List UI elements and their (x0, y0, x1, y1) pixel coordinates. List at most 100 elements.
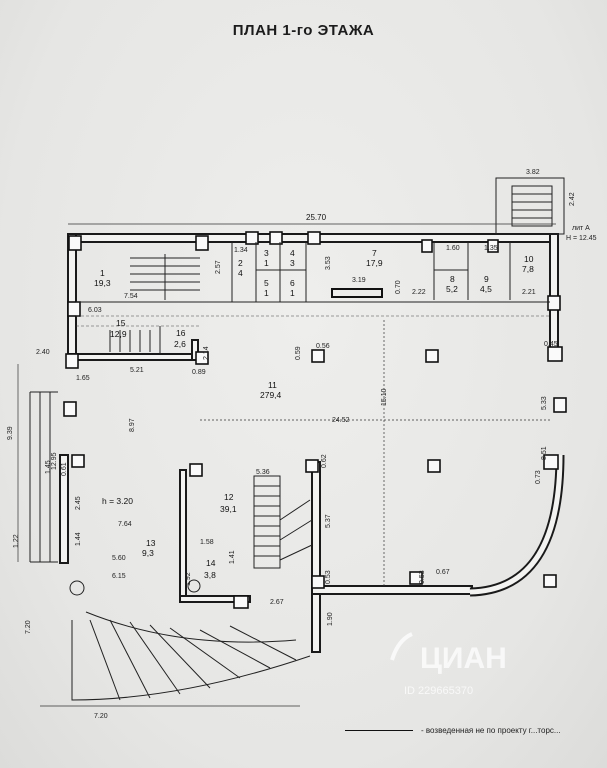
column (305, 459, 319, 473)
dimension-label: 6.03 (88, 307, 102, 314)
dimension-label: 0.67 (436, 569, 450, 576)
dimension-label: 0.59 (295, 346, 302, 360)
room-area: 19,3 (94, 278, 111, 288)
dimension-label: 2.22 (412, 289, 426, 296)
watermark-logo-icon (390, 632, 413, 661)
dimension-label: 6.15 (112, 573, 126, 580)
dimension-label: 1.35 (484, 245, 498, 252)
watermark-brand: ЦИАН (420, 642, 507, 675)
dimension-label: 12.95 (51, 452, 58, 470)
dimension-label: 5.33 (541, 396, 548, 410)
column (67, 301, 81, 317)
dimension-label: 0.62 (321, 454, 328, 468)
room-number: 2 (238, 258, 243, 268)
curved-facade-wall (469, 454, 565, 597)
dimension-label: 2.40 (36, 349, 50, 356)
left-wall-upper (67, 233, 77, 365)
column (65, 353, 79, 369)
counter (331, 288, 383, 298)
room-area: 1 (290, 288, 295, 298)
right-wall-upper (549, 233, 559, 355)
room-number: 9 (484, 274, 489, 284)
dimension-label: 0.53 (419, 570, 426, 584)
column (311, 349, 325, 363)
level-mark: H = 12.45 (566, 235, 597, 242)
dimension-label: 7.54 (124, 293, 138, 300)
column (427, 459, 441, 473)
legend: - возведенная не по проекту г...торс... (345, 726, 561, 735)
room-area: 1 (264, 258, 269, 268)
stair-room12 (253, 475, 313, 569)
column (245, 231, 259, 245)
column (189, 463, 203, 477)
dimension-label: 8.51 (541, 446, 548, 460)
dimension-label: 25.70 (306, 213, 327, 222)
dimension-label: 24.52 (332, 417, 350, 424)
column (195, 351, 209, 365)
dimension-label: 5.36 (256, 469, 270, 476)
column (543, 454, 559, 470)
dimension-label: 2.21 (522, 289, 536, 296)
dimension-label: 1.44 (75, 532, 82, 546)
ceiling-height-note: h = 3.20 (102, 496, 133, 506)
legend-line-sample (345, 730, 413, 732)
dimension-label: 5.21 (130, 367, 144, 374)
room-number: 14 (206, 558, 216, 568)
curved-facade-inner (469, 454, 563, 595)
room16-stub (191, 339, 199, 361)
dimension-label: 0.73 (535, 470, 542, 484)
room-area: 3 (290, 258, 295, 268)
dimension-label: 1.45 (45, 460, 52, 474)
room-area: 9,3 (142, 548, 154, 558)
room-area: 12,9 (110, 329, 127, 339)
column (68, 235, 82, 251)
room-number: 15 (116, 318, 126, 328)
room-area: 7,8 (522, 264, 534, 274)
dimension-label: 0.89 (192, 369, 206, 376)
column (547, 346, 563, 362)
dimension-label: 0.45 (544, 341, 558, 348)
room-area: 4,5 (480, 284, 492, 294)
left-window-strip (29, 391, 58, 563)
column (195, 235, 209, 251)
room-area: 5,2 (446, 284, 458, 294)
column (269, 231, 283, 245)
column (307, 231, 321, 245)
room-number: 11 (268, 380, 277, 390)
dimension-label: 15.10 (381, 388, 388, 406)
dimension-label: 5.37 (325, 514, 332, 528)
column (425, 349, 439, 363)
landing-wall (179, 595, 251, 603)
left-wall-lower (59, 454, 69, 564)
room-area: 3,8 (204, 570, 216, 580)
level-mark-label: лит А (572, 225, 590, 232)
column (547, 295, 561, 311)
room-area: 4 (238, 268, 243, 278)
column (71, 454, 85, 468)
dimension-label: 1.22 (13, 534, 20, 548)
room-number: 5 (264, 278, 269, 288)
room-area: 1 (264, 288, 269, 298)
room-number: 3 (264, 248, 269, 258)
column (233, 595, 249, 609)
dimension-label: 3.19 (352, 277, 366, 284)
room-number: 7 (372, 248, 377, 258)
dimension-label: 0.53 (325, 570, 332, 584)
room-number: 13 (146, 538, 156, 548)
dimension-label: 7.20 (94, 713, 108, 720)
dimension-label: 1.41 (229, 550, 236, 564)
watermark-code: ID 229665370 (404, 685, 473, 697)
room-number: 16 (176, 328, 186, 338)
room12-right-wall (311, 461, 321, 653)
dimension-label: 1.60 (446, 245, 460, 252)
dimension-label: 0.70 (395, 280, 402, 294)
room-number: 8 (450, 274, 455, 284)
external-stair (495, 177, 565, 235)
dimension-label: 1.65 (76, 375, 90, 382)
room-area: 39,1 (220, 504, 237, 514)
room-number: 12 (224, 492, 234, 502)
bottom-wall (311, 585, 473, 595)
dimension-label: 8.97 (129, 418, 136, 432)
dimension-label: 1.92 (185, 572, 192, 586)
